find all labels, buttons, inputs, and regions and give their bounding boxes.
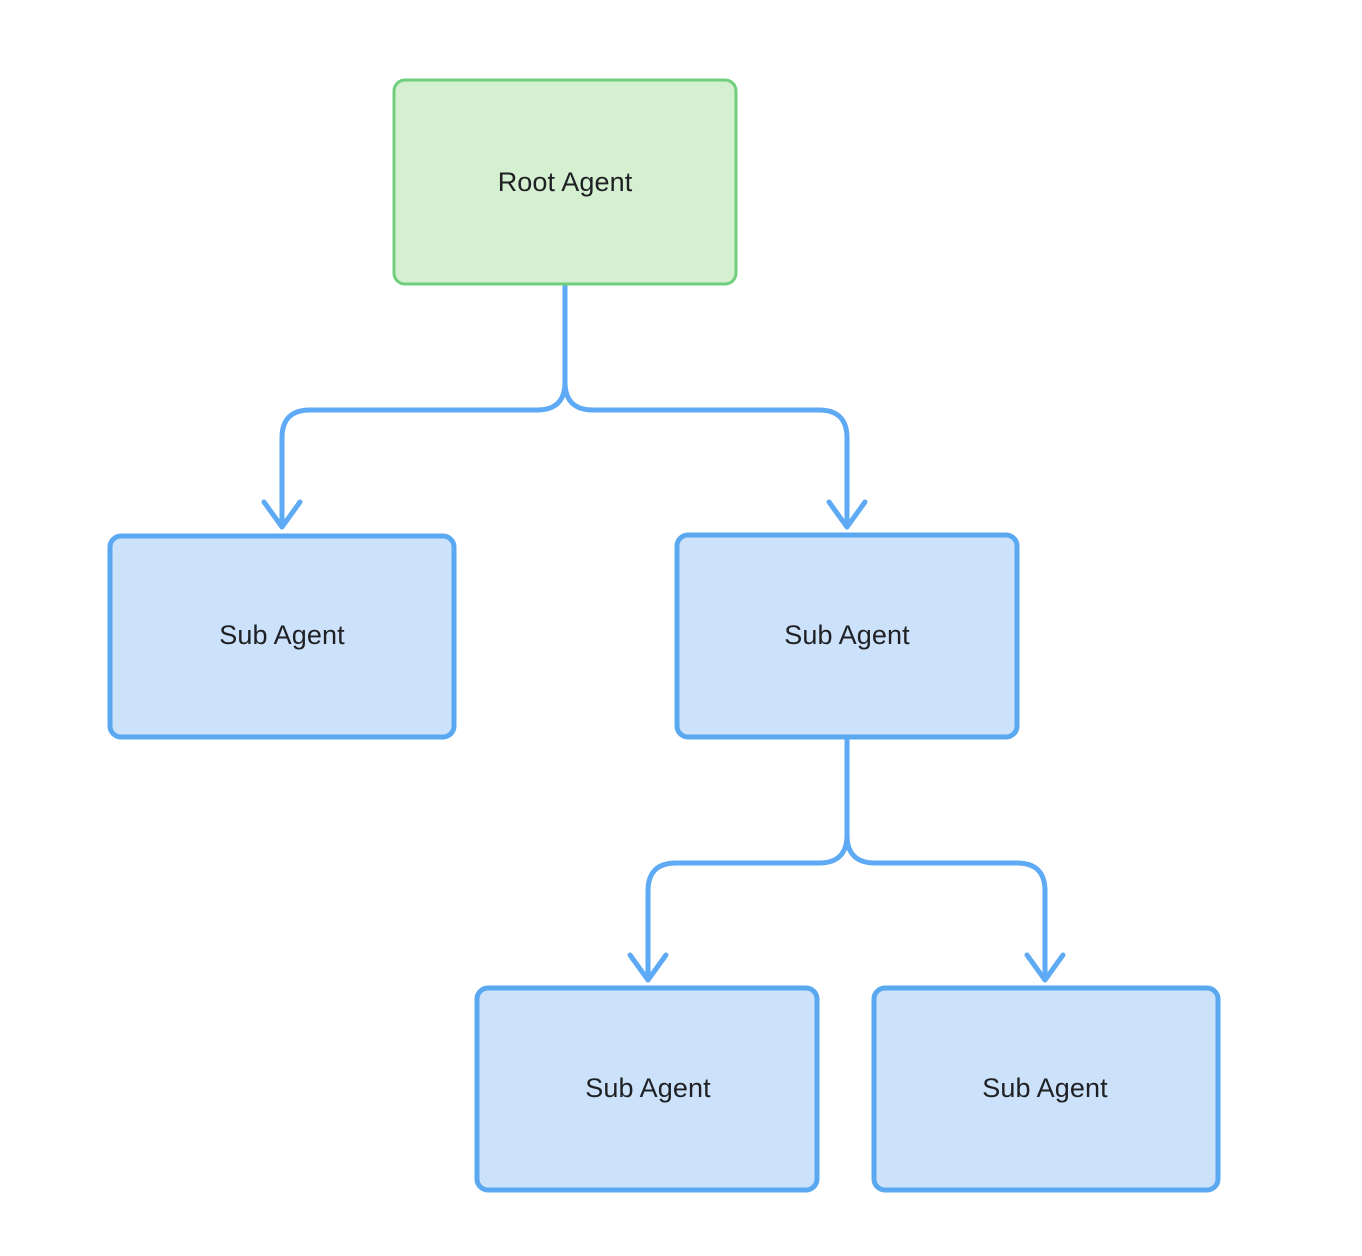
arrow-head-icon	[261, 499, 303, 530]
node-label: Sub Agent	[784, 620, 910, 650]
connector-line	[844, 735, 1048, 983]
connector-line	[279, 282, 568, 530]
connector-line	[562, 282, 850, 530]
connector-line	[645, 735, 850, 983]
node-sub-3[interactable]: Sub Agent	[474, 985, 820, 1193]
node-sub-4[interactable]: Sub Agent	[871, 985, 1221, 1193]
node-label: Sub Agent	[219, 620, 345, 650]
node-label: Root Agent	[498, 167, 633, 197]
node-box[interactable]	[392, 78, 738, 286]
arrow-head-icon	[627, 952, 669, 983]
edges-layer	[261, 282, 1066, 983]
connector-root-to-sub-1	[261, 282, 568, 530]
node-sub-1[interactable]: Sub Agent	[107, 533, 457, 740]
node-box[interactable]	[871, 985, 1221, 1193]
node-box[interactable]	[107, 533, 457, 740]
node-sub-2[interactable]: Sub Agent	[674, 532, 1020, 740]
node-root[interactable]: Root Agent	[392, 78, 738, 286]
node-label: Sub Agent	[585, 1073, 711, 1103]
connector-sub-2-to-sub-3	[627, 735, 850, 983]
node-box[interactable]	[674, 532, 1020, 740]
connector-sub-2-to-sub-4	[844, 735, 1066, 983]
node-box[interactable]	[474, 985, 820, 1193]
arrow-head-icon	[826, 499, 868, 530]
arrow-head-icon	[1024, 952, 1066, 983]
connector-root-to-sub-2	[562, 282, 868, 530]
node-label: Sub Agent	[982, 1073, 1108, 1103]
